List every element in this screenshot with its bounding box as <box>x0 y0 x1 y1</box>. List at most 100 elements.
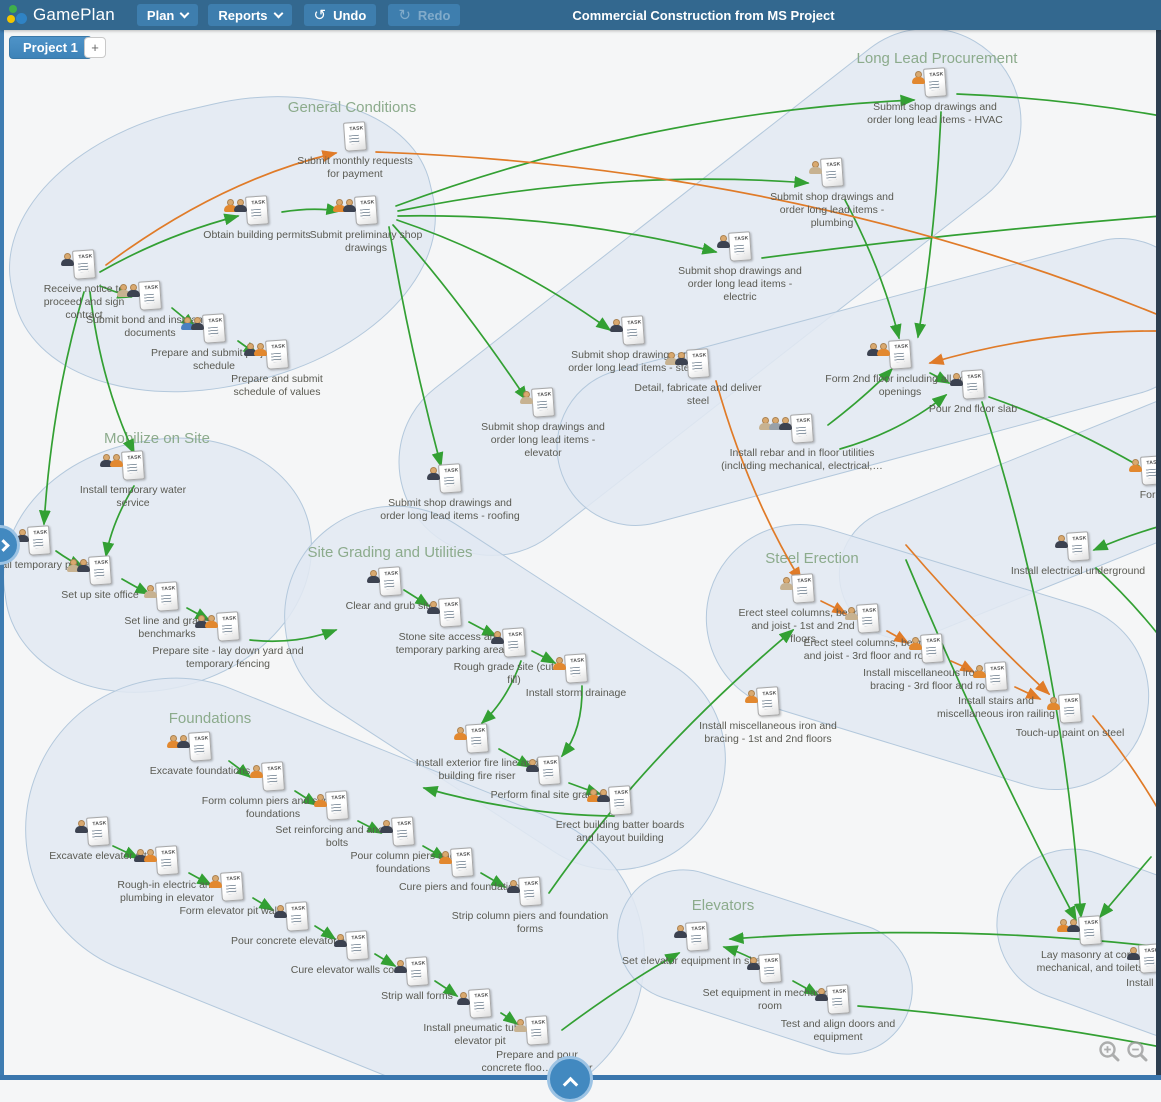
person-icon <box>127 284 140 297</box>
dependency-edge <box>281 203 342 215</box>
dependency-edge <box>480 660 522 725</box>
zoom-in-button[interactable] <box>1098 1040 1122 1064</box>
dependency-edge <box>792 980 820 996</box>
scroll-up-button[interactable] <box>547 1056 593 1102</box>
task-label: Perform final site grading <box>490 789 608 801</box>
person-icon <box>75 820 88 833</box>
person-icon <box>665 352 678 365</box>
task-icon-lines <box>690 934 702 945</box>
task-document-icon: TASK <box>216 611 240 642</box>
task-label: Receive notice to proceed and sign contr… <box>43 283 125 321</box>
task-icon-lines <box>207 326 219 337</box>
redo-button[interactable]: ↻ Redo <box>388 4 461 26</box>
person-icon <box>1127 947 1140 960</box>
task-icon-lines <box>536 400 548 411</box>
undo-button[interactable]: ↺ Undo <box>303 4 377 26</box>
person-icon <box>177 735 190 748</box>
task-icon-text: TASK <box>762 690 777 698</box>
task-label: Clear and grub site <box>345 600 435 612</box>
person-icon <box>61 253 74 266</box>
task-icon-lines <box>1143 956 1155 967</box>
task-document-icon: TASK <box>343 121 367 152</box>
zoom-out-button[interactable] <box>1126 1040 1150 1064</box>
task-icon-lines <box>383 579 395 590</box>
task-label: Detail, fabricate and deliver steel <box>634 382 762 407</box>
task-icon-lines <box>221 624 233 635</box>
dependency-edge <box>89 291 135 455</box>
app-header: GamePlan Plan Reports ↺ Undo ↻ Redo Comm… <box>0 0 1161 30</box>
task-icon-lines <box>77 262 89 273</box>
person-icon <box>553 657 566 670</box>
person-icon <box>809 161 822 174</box>
task-icon-lines <box>542 768 554 779</box>
undo-icon: ↺ <box>313 7 327 24</box>
plan-menu-button[interactable]: Plan <box>136 4 199 26</box>
dependency-edge <box>929 371 951 384</box>
person-icon <box>439 851 452 864</box>
task-label: Pour column piers and foundations <box>350 850 456 875</box>
task-document-icon: TASK <box>245 195 269 226</box>
dependency-edge <box>905 544 1051 696</box>
dependency-edge <box>38 291 85 526</box>
dependency-edge <box>99 213 240 273</box>
task-icon-lines <box>893 352 905 363</box>
task-document-icon: TASK <box>72 249 96 280</box>
task-icon-text: TASK <box>456 851 471 859</box>
task-label: Excavate foundations <box>149 765 251 777</box>
task-icon-lines <box>1063 706 1075 717</box>
task-icon-text: TASK <box>508 631 523 639</box>
person-icon <box>191 317 204 330</box>
dependency-edge <box>228 760 252 779</box>
dependency-edge <box>715 380 802 583</box>
task-icon-text: TASK <box>92 820 107 828</box>
task-document-icon: TASK <box>202 313 226 344</box>
tab-project-1[interactable]: Project 1 <box>9 36 92 59</box>
person-icon <box>491 631 504 644</box>
dependency-edge <box>102 485 135 558</box>
task-label: Submit preliminary shop drawings <box>309 229 423 254</box>
task-document-icon: TASK <box>465 723 489 754</box>
dependency-edge <box>981 401 1086 919</box>
task-document-icon: TASK <box>265 339 289 370</box>
task-icon-lines <box>32 538 44 549</box>
task-icon-lines <box>761 699 773 710</box>
task-icon-text: TASK <box>734 235 749 243</box>
task-icon-lines <box>825 170 837 181</box>
person-icon <box>457 992 470 1005</box>
task-icon-text: TASK <box>360 199 375 207</box>
task-icon-lines <box>443 610 455 621</box>
task-icon-text: TASK <box>691 925 706 933</box>
task-icon-lines <box>507 640 519 651</box>
task-document-icon: TASK <box>1078 915 1102 946</box>
task-label: Install storm drainage <box>525 687 627 699</box>
task-document-icon: TASK <box>188 731 212 762</box>
dependency-edge <box>395 94 916 207</box>
task-label: Rough grade site (cut and fill) <box>453 661 575 686</box>
person-icon <box>1047 697 1060 710</box>
task-icon-lines <box>396 829 408 840</box>
dependency-edge <box>422 785 615 817</box>
task-label: Install electrical underground <box>1010 565 1146 577</box>
dependency-edge <box>548 628 795 894</box>
dependency-edge <box>886 630 910 644</box>
add-tab-button[interactable]: + <box>84 37 106 58</box>
person-icon <box>877 343 890 356</box>
dependency-edge <box>480 872 507 888</box>
dependency-edge <box>820 600 848 615</box>
reports-menu-button[interactable]: Reports <box>208 4 292 26</box>
person-icon <box>427 467 440 480</box>
dependency-edge <box>761 215 1161 259</box>
task-document-icon: TASK <box>405 956 429 987</box>
person-icon <box>1067 919 1080 932</box>
task-document-icon: TASK <box>537 755 561 786</box>
person-icon <box>610 319 623 332</box>
task-document-icon: TASK <box>856 603 880 634</box>
dependency-edge <box>403 589 431 607</box>
dependency-edge <box>839 393 948 450</box>
task-icon-text: TASK <box>832 988 847 996</box>
task-label: Submit shop drawings and order long lead… <box>867 101 1003 126</box>
redo-icon: ↻ <box>398 7 411 24</box>
person-icon <box>769 417 782 430</box>
task-document-icon: TASK <box>685 921 709 952</box>
